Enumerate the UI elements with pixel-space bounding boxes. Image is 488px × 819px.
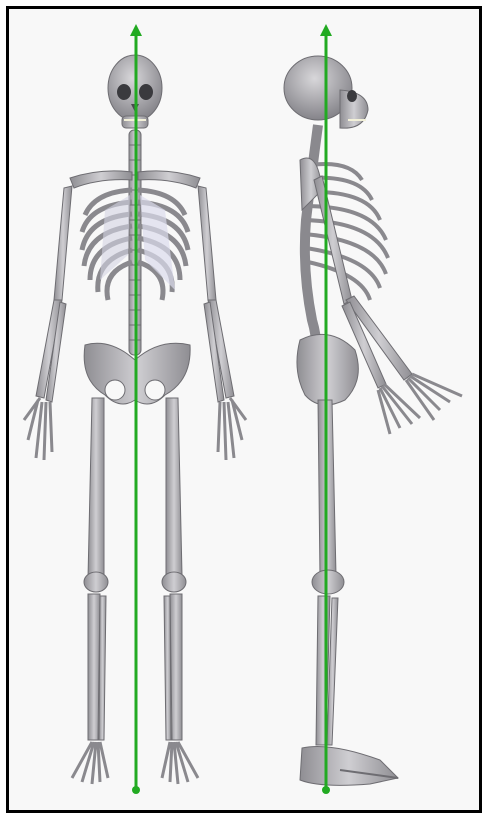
side-feet: [300, 747, 398, 786]
side-pelvis: [297, 334, 358, 405]
side-legs: [312, 400, 344, 745]
side-hands: [378, 374, 462, 434]
side-view-skeleton: [284, 56, 462, 785]
